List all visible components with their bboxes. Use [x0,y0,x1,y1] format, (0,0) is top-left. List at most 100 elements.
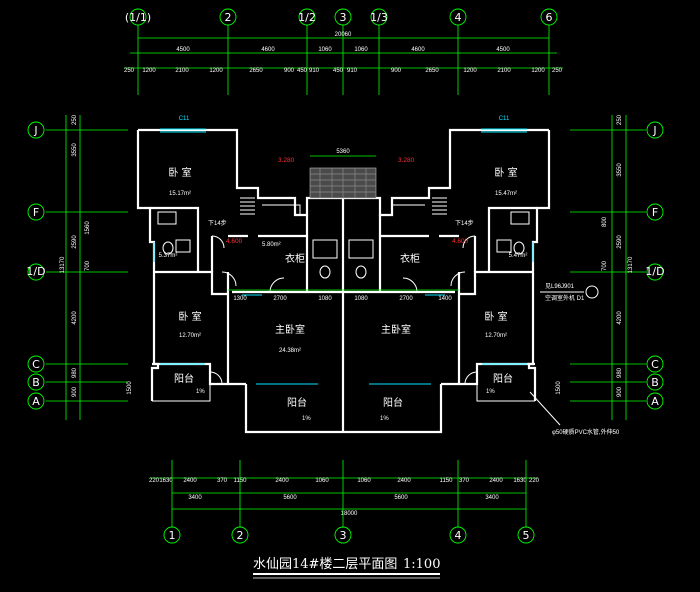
top-dim2-11: 900 [391,68,402,74]
area-bath-l: 5.37m² [159,253,178,259]
bot-dim-10: 1150 [440,478,454,484]
left-dim-1: 3550 [72,143,78,157]
left-dim-3: 2590 [72,235,78,249]
bottom-dimensions: 220 1630 2400 370 1150 2400 1060 1060 24… [149,460,540,527]
room-master-r: 主卧室 [381,323,411,336]
elev-stair-l: 3.280 [278,157,295,164]
axis-label-top-3: 1/2 [298,11,316,24]
axis-label-left-J: J [33,124,37,137]
left-dim-9: 1500 [127,381,133,395]
axis-label-right-1D: 1/D [645,265,664,278]
top-dim2-4: 1200 [209,68,223,74]
bot-dim-7: 1060 [315,478,329,484]
note-pipe: φ50硬质PVC水管,外伸50 [552,428,620,436]
slope-cr: 1% [380,416,389,422]
bot-dim-9: 2400 [397,478,411,484]
right-dim-8: 900 [617,386,623,397]
walls [136,128,551,434]
top-dim2-15: 1200 [531,68,545,74]
area-bedroom-r: 12.70m² [485,333,507,339]
stair-width-dim: 5360 [336,149,350,155]
axis-label-right-B: B [651,376,659,389]
bot-dim-14: 220 [529,478,540,484]
down-label-l: 下14步 [208,219,227,227]
axis-label-right-F: F [652,206,658,219]
slope-br: 1% [486,389,495,395]
right-dim-3: 2590 [617,235,623,249]
area-closet-l: 5.80m² [262,242,281,248]
right-dim-0: 250 [617,114,623,125]
top-dim2-2: 1200 [142,68,156,74]
bot2-dim-3: 5600 [394,495,408,501]
axis-label-left-B: B [32,376,40,389]
slope-bl: 1% [196,389,205,395]
elev-hall-r: 4.600 [452,238,469,245]
top-dim-a: 4500 [176,47,190,53]
top-dim2-5: 2650 [249,68,263,74]
top-dim-f: 4500 [496,47,510,53]
axis-label-left-C: C [32,358,40,371]
top-dim2-1: 250 [124,68,135,74]
bot-dim-4: 370 [217,478,228,484]
right-dim-4: 700 [602,260,608,271]
down-label-r: 下14步 [455,219,474,227]
middle-dimensions: 1300 2700 1080 1080 2700 1400 [228,289,459,302]
left-dim-7: 980 [72,367,78,378]
area-bath-r: 5.47m² [509,253,528,259]
mid-dim-5: 2700 [399,296,413,302]
room-labels: 卧 室 15.17m² 卧 室 15.47m² 卧 室 12.70m² 卧 室 … [159,116,528,422]
top-dim2-16: 250 [552,68,563,74]
mid-dim-2: 2700 [273,296,287,302]
bathroom-fixtures [157,211,530,279]
axis-label-right-J: J [652,124,656,137]
mid-dim-4: 1080 [354,296,368,302]
top-dim-b: 4600 [261,47,275,53]
room-closet-l: 衣柜 [285,252,305,265]
left-dim-0: 250 [72,114,78,125]
axis-label-top-7: 6 [546,11,553,24]
axis-label-bot-4: 4 [455,529,462,542]
left-dim-2: 1560 [85,221,91,235]
top-dim2-8: 910 [309,68,320,74]
elev-stair-r: 3.280 [398,157,415,164]
axis-label-bot-1: 1 [169,529,176,542]
area-bedroom-tl: 15.17m² [169,191,191,197]
top-dimensions: 20060 4500 4600 1060 1060 4600 4500 250 … [124,32,563,74]
slope-cl: 1% [302,416,311,422]
right-dim-1: 3550 [617,163,623,177]
axis-label-left-F: F [33,206,39,219]
top-total-dim: 20060 [335,32,352,38]
room-bedroom-tr: 卧 室 [494,166,517,179]
bot2-dim-4: 3400 [485,495,499,501]
room-closet-r: 衣柜 [400,252,420,265]
axis-label-right-C: C [651,358,659,371]
bottom-axis-markers: 1 2 3 4 5 [163,526,535,544]
bot-dim-3: 2400 [183,478,197,484]
right-dim-6: 4200 [617,311,623,325]
mid-dim-6: 1400 [438,296,452,302]
left-dim-6: 4200 [72,311,78,325]
notes: 见L96J901 空调室外机 D1 φ50硬质PVC水管,外伸50 [529,283,620,436]
bot-dim-2: 1630 [159,478,173,484]
bot2-dim-2: 5600 [283,495,297,501]
area-bedroom-l: 12.70m² [179,333,201,339]
left-dim-4: 700 [85,260,91,271]
drawing-scale: 1:100 [403,557,440,572]
room-balcony-cr: 阳台 [383,396,403,409]
top-dim2-7: 450 [297,68,308,74]
axis-label-top-2: 2 [225,11,232,24]
area-master-l: 24.38m² [279,348,301,354]
top-dim2-3: 2100 [175,68,189,74]
bot-dim-13: 1630 [513,478,527,484]
room-bedroom-l: 卧 室 [178,310,201,323]
window-label-r: C11 [499,116,510,122]
left-dim-8: 900 [72,386,78,397]
room-balcony-cl: 阳台 [287,396,307,409]
top-dim2-12: 2650 [425,68,439,74]
top-dim2-13: 1200 [463,68,477,74]
axis-label-left-1D: 1/D [26,265,45,278]
right-dim-7: 980 [617,367,623,378]
stair-hatch: 5360 [309,149,377,199]
mid-dim-3: 1080 [318,296,332,302]
top-dim-c: 1060 [318,47,332,53]
